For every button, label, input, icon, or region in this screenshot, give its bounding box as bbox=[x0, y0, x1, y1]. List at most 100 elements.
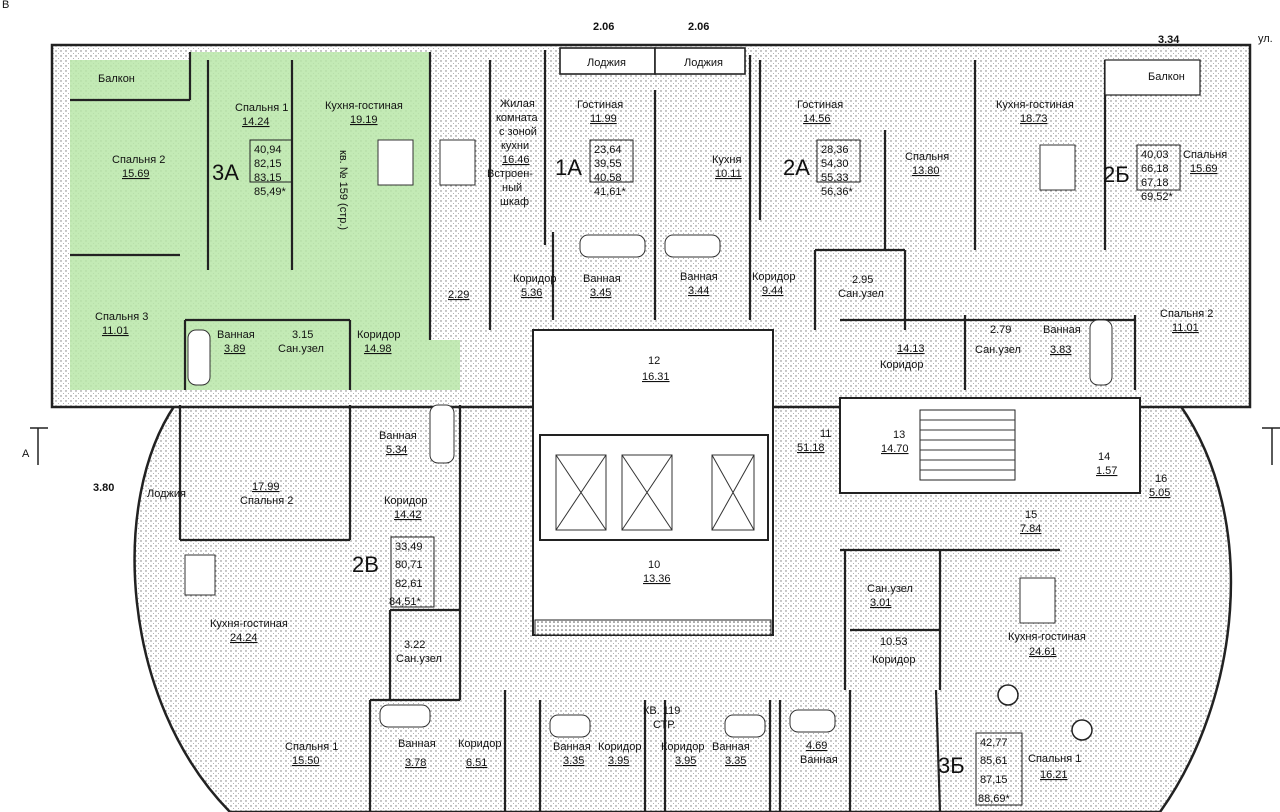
studio-label: Жилая комната с зоной кухни 16.46 Встрое… bbox=[487, 98, 538, 208]
apartment-note: кв. № 159 (стр.) bbox=[337, 150, 349, 230]
apt-2b-area3: 67,18 bbox=[1141, 177, 1169, 189]
interior-walls bbox=[70, 50, 1137, 812]
dimension-2: 2.06 bbox=[688, 21, 709, 33]
elevator-shafts bbox=[555, 454, 755, 531]
room-corridor3-area: 9.44 bbox=[762, 285, 783, 297]
room-bedroom2b-label: Спальня 2 bbox=[1160, 308, 1213, 320]
dimension-3: 3.34 bbox=[1158, 34, 1180, 46]
apt-1a-area1: 23,64 bbox=[594, 144, 622, 156]
room-bath7-label: Ванная bbox=[553, 741, 591, 753]
section-mark-left: А bbox=[22, 427, 48, 465]
balcony-right-box bbox=[1104, 59, 1201, 96]
room-kitchen1-area: 19.19 bbox=[350, 114, 378, 126]
room-bath6-area: 3.78 bbox=[405, 757, 426, 769]
apt-3b-total: 88,69* bbox=[978, 793, 1011, 805]
room-living1-area: 11.99 bbox=[590, 113, 617, 125]
apt-1a-code: 1А bbox=[555, 155, 582, 180]
room-bath6-label: Ванная bbox=[398, 738, 436, 750]
column-circle bbox=[997, 684, 1019, 706]
room-bath8-area: 3.35 bbox=[725, 755, 746, 767]
room-15-area: 7.84 bbox=[1020, 523, 1041, 535]
apt-3b-area2: 85,61 bbox=[980, 755, 1008, 767]
room-bedroom1d-label: Спальня 1 bbox=[1028, 753, 1081, 765]
apt-2v-box bbox=[390, 536, 435, 608]
room-wc4-label: Сан.узел bbox=[396, 653, 442, 665]
room-loggia-left: Лоджия bbox=[147, 488, 186, 500]
room-kitchen3-label: Кухня-гостиная bbox=[210, 618, 288, 630]
room-corridor7-area: 3.95 bbox=[608, 755, 629, 767]
room-wc2-area: 2.95 bbox=[852, 274, 873, 286]
loggia-1 bbox=[559, 47, 656, 75]
room-loggia2: Лоджия bbox=[684, 57, 723, 69]
room-corridor2-area: 5.36 bbox=[521, 287, 542, 299]
room-12-label: 12 bbox=[648, 355, 660, 367]
apt-1a-area3: 40,58 bbox=[594, 172, 622, 184]
apt-3a-area1: 40,94 bbox=[254, 144, 282, 156]
apt-2v-code: 2В bbox=[352, 552, 379, 577]
apt-2a-box bbox=[816, 139, 861, 183]
svg-text:Встроен-: Встроен- bbox=[487, 168, 533, 180]
room-bedroom2-area: 15.69 bbox=[122, 168, 150, 180]
apt-2b-box bbox=[1136, 144, 1181, 191]
room-bedroom-label: Спальня bbox=[905, 151, 949, 163]
room-balcony-left: Балкон bbox=[98, 73, 135, 85]
room-229-area: 2.29 bbox=[448, 289, 469, 301]
room-kitchen2-label: Кухня-гостиная bbox=[996, 99, 1074, 111]
staircase bbox=[839, 397, 1141, 494]
room-bath4-area: 3.83 bbox=[1050, 344, 1071, 356]
svg-text:ный: ный bbox=[502, 182, 522, 194]
room-corridor4-label: Коридор bbox=[880, 359, 923, 371]
room-corridor6-label: Коридор bbox=[458, 738, 501, 750]
room-corridor3-label: Коридор bbox=[752, 271, 795, 283]
room-bedroom2c-area: 17.99 bbox=[252, 481, 280, 493]
room-loggia1: Лоджия bbox=[587, 57, 626, 69]
room-bedroom-area: 13.80 bbox=[912, 165, 940, 177]
room-kitchen4-label: Кухня-гостиная bbox=[1008, 631, 1086, 643]
room-bedroom2-label: Спальня 2 bbox=[112, 154, 165, 166]
room-corridor9-label: Коридор bbox=[872, 654, 915, 666]
apartment-119-label: КВ. 119 bbox=[643, 705, 680, 717]
room-bedroom2r-label: Спальня bbox=[1183, 149, 1227, 161]
corner-mark: В bbox=[2, 0, 9, 11]
apt-2b-code: 2Б bbox=[1103, 162, 1130, 187]
room-wc1-label: Сан.узел bbox=[278, 343, 324, 355]
room-kitchen2-area: 18.73 bbox=[1020, 113, 1048, 125]
room-balcony-right: Балкон bbox=[1148, 71, 1185, 83]
apt-2v-area2: 80,71 bbox=[395, 559, 423, 571]
room-10-area: 13.36 bbox=[643, 573, 671, 585]
apt-2b-area1: 40,03 bbox=[1141, 149, 1169, 161]
room-14-area: 1.57 bbox=[1096, 465, 1117, 477]
room-bedroom1c-area: 15.50 bbox=[292, 755, 320, 767]
room-16-area: 5.05 bbox=[1149, 487, 1170, 499]
room-bedroom1-area: 14.24 bbox=[242, 116, 270, 128]
room-living2-area: 14.56 bbox=[803, 113, 831, 125]
room-wc2-label: Сан.узел bbox=[838, 288, 884, 300]
room-10-label: 10 bbox=[648, 559, 660, 571]
room-corridor5-label: Коридор bbox=[384, 495, 427, 507]
column-circle-2 bbox=[1071, 719, 1093, 741]
room-corridor1-area: 14.98 bbox=[364, 343, 392, 355]
street-label: ул. bbox=[1258, 33, 1273, 45]
dimension-4: 3.80 bbox=[93, 482, 114, 494]
apt-2a-code: 2А bbox=[783, 155, 810, 180]
room-bath7-area: 3.35 bbox=[563, 755, 584, 767]
room-bedroom1c-label: Спальня 1 bbox=[285, 741, 338, 753]
room-corridor8-label: Коридор bbox=[661, 741, 704, 753]
apt-2v-total: 84,51* bbox=[389, 596, 422, 608]
room-bath9-label: Ванная bbox=[800, 754, 838, 766]
room-bath5-area: 5.34 bbox=[386, 444, 407, 456]
room-bath1-area: 3.89 bbox=[224, 343, 245, 355]
apt-3a-area2: 82,15 bbox=[254, 158, 282, 170]
core-bottom-wall bbox=[534, 619, 772, 636]
apt-3a-code: 3А bbox=[212, 160, 239, 185]
room-15-label: 15 bbox=[1025, 509, 1037, 521]
room-11-area: 51.18 bbox=[797, 442, 825, 454]
room-11-label: 11 bbox=[820, 428, 831, 440]
room-bedroom2b-area: 11.01 bbox=[1172, 322, 1199, 334]
room-bedroom1-label: Спальня 1 bbox=[235, 102, 288, 114]
room-wc5-area: 3.01 bbox=[870, 597, 891, 609]
dimension-1: 2.06 bbox=[593, 21, 614, 33]
room-bedroom2r-area: 15.69 bbox=[1190, 163, 1218, 175]
room-16-label: 16 bbox=[1155, 473, 1167, 485]
